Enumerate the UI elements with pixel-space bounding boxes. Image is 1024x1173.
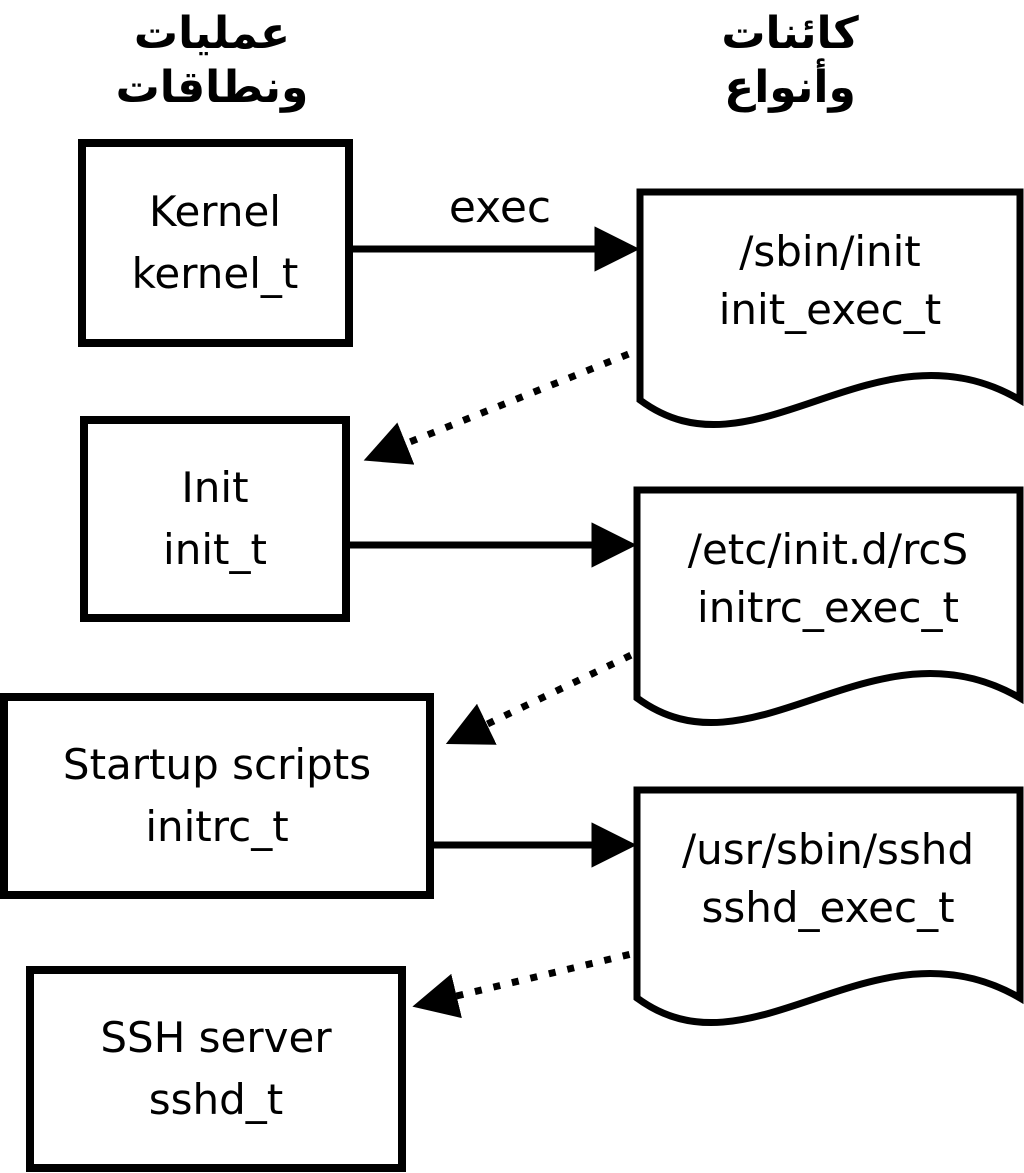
process-node-init: Init init_t	[80, 416, 350, 622]
processes-column-header-line1: عمليات	[134, 8, 290, 59]
object-path-rcs: /etc/init.d/rcS	[688, 525, 968, 574]
document-shape-sshd	[633, 786, 1024, 1027]
exec-arrow-label: exec	[449, 182, 551, 233]
process-type-kernel: kernel_t	[132, 249, 299, 298]
process-box-sshd	[26, 966, 406, 1172]
process-node-kernel: Kernel kernel_t	[78, 139, 353, 347]
process-box-kernel	[78, 139, 353, 347]
object-node-sbin-init: /sbin/init init_exec_t	[636, 188, 1024, 429]
process-node-sshd: SSH server sshd_t	[26, 966, 406, 1172]
object-node-sshd: /usr/sbin/sshd sshd_exec_t	[633, 786, 1024, 1027]
process-box-initrc	[0, 693, 434, 899]
object-node-rcs: /etc/init.d/rcS initrc_exec_t	[633, 486, 1024, 727]
process-name-kernel: Kernel	[149, 187, 281, 236]
object-type-rcs: initrc_exec_t	[697, 583, 959, 632]
objects-column-header-line1: كائنات	[721, 8, 859, 59]
object-type-sshd: sshd_exec_t	[701, 883, 954, 932]
objects-column-header-line2: وأنواع	[724, 58, 856, 113]
dotted-arrow-sshdexec-to-sshd	[412, 946, 649, 1019]
object-path-sshd: /usr/sbin/sshd	[682, 825, 974, 874]
process-type-sshd: sshd_t	[149, 1075, 284, 1124]
process-node-initrc: Startup scripts initrc_t	[0, 693, 434, 899]
document-shape-rcs	[633, 486, 1024, 727]
process-name-init: Init	[181, 463, 248, 512]
object-type-sbin-init: init_exec_t	[719, 285, 942, 334]
dotted-arrow-initexec-to-init	[363, 343, 648, 465]
process-type-init: init_t	[163, 525, 267, 574]
process-type-initrc: initrc_t	[145, 802, 288, 851]
processes-column-header-line2: ونطاقات	[116, 62, 309, 113]
process-box-init	[80, 416, 350, 622]
process-name-sshd: SSH server	[100, 1013, 332, 1062]
process-name-initrc: Startup scripts	[63, 740, 371, 789]
dotted-arrow-initrcexec-to-initrc	[445, 643, 650, 745]
object-path-sbin-init: /sbin/init	[739, 227, 921, 276]
document-shape-sbin-init	[636, 188, 1024, 429]
